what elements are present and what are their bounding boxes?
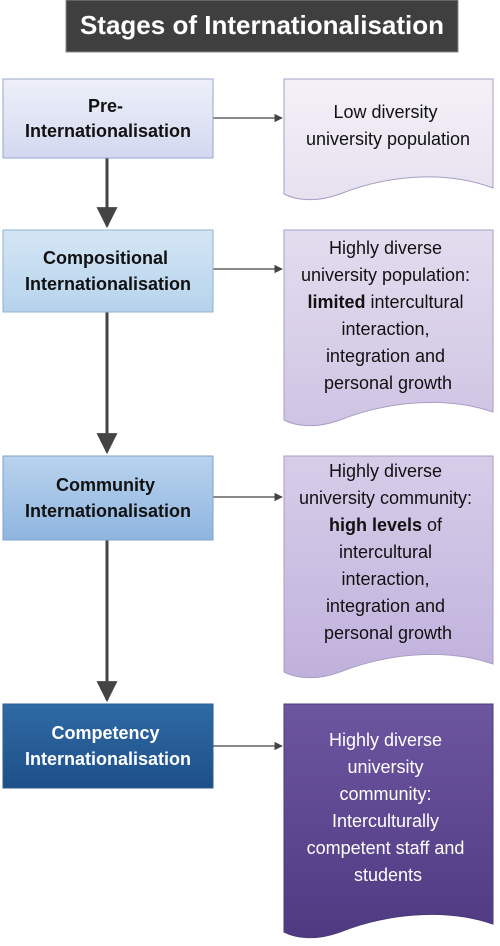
stage-box-competency: Competency Internationalisation [2,703,214,789]
outcome-text-compositional: Highly diverse university population: li… [301,238,475,393]
outcome-doc-compositional: Highly diverse university population: li… [283,229,494,427]
outcome-connectors [213,113,283,751]
outcome-doc-pre: Low diversity university population [283,78,494,201]
outcome-text-pre: Low diversity university population [306,102,470,149]
stage-box-pre: Pre- Internationalisation [2,78,214,159]
outcome-text-competency: Highly diverse university community: Int… [307,730,470,885]
stage-box-compositional: Compositional Internationalisation [2,229,214,313]
outcome-text-community: Highly diverse university community: hig… [299,461,477,643]
outcome-doc-community: Highly diverse university community: hig… [283,455,494,679]
outcome-doc-competency: Highly diverse university community: Int… [283,703,494,939]
title-banner: Stages of Internationalisation [65,0,459,53]
stage-label-competency: Competency Internationalisation [25,723,191,769]
stage-box-community: Community Internationalisation [2,455,214,541]
stage-label-compositional: Compositional Internationalisation [25,248,191,294]
stage-label-pre: Pre- Internationalisation [25,96,191,141]
stage-label-community: Community Internationalisation [25,475,191,521]
diagram-title: Stages of Internationalisation [80,10,444,40]
